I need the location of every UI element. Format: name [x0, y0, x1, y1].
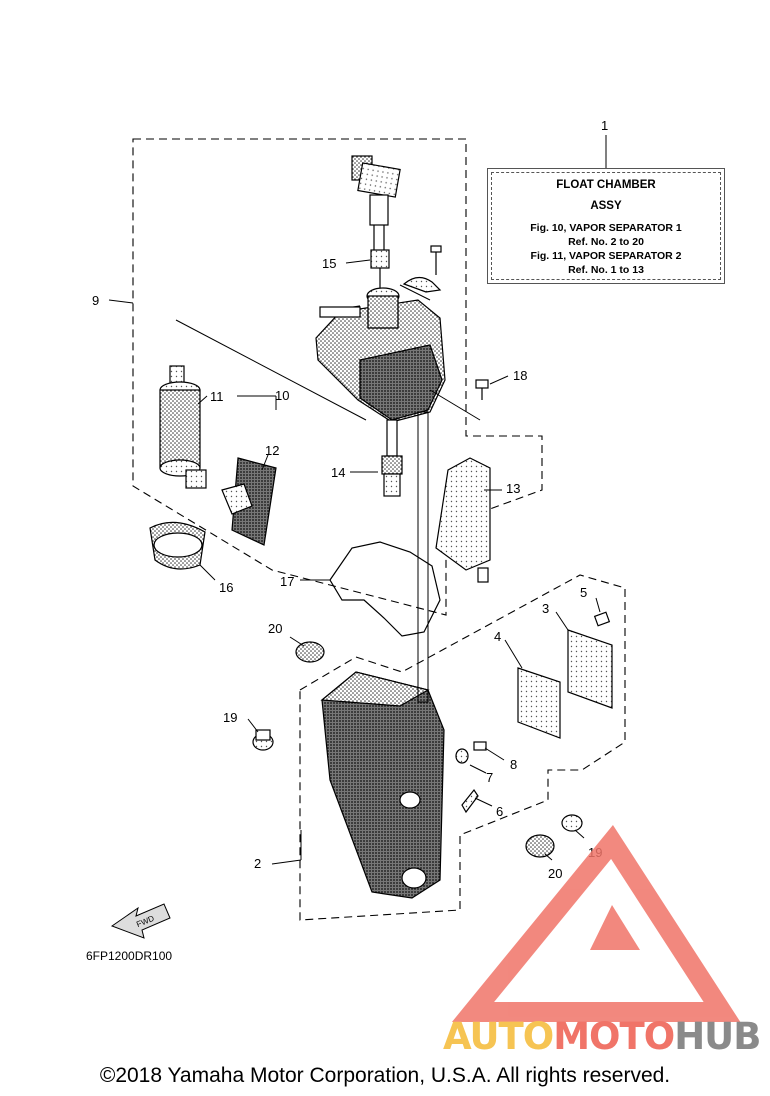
callout-11: 11	[210, 389, 224, 404]
chamber-cover-part	[315, 287, 446, 423]
diagram-code: 6FP1200DR100	[86, 949, 173, 963]
screw-18-part	[475, 379, 489, 400]
copyright-notice: ©2018 Yamaha Motor Corporation, U.S.A. A…	[99, 1064, 671, 1087]
gasket-part	[329, 541, 441, 637]
callout-9: 9	[92, 293, 99, 308]
upper-assembly-boundary	[132, 138, 543, 616]
pump-holder-part	[149, 521, 206, 570]
grommets-part	[252, 641, 583, 858]
callout-8: 8	[510, 757, 517, 772]
callout-7: 7	[486, 770, 493, 785]
callout-2: 2	[254, 856, 261, 871]
legend-ref-line2: Ref. No. 2 to 20	[568, 236, 644, 248]
callout-10: 10	[275, 388, 289, 403]
callout-1: 1	[601, 118, 608, 133]
harness-connector-part	[351, 155, 401, 295]
watermark-part3: HUB	[674, 1015, 761, 1058]
screw-5-part	[593, 611, 611, 627]
cover-bracket-part	[435, 457, 491, 583]
legend-ref-line4: Ref. No. 1 to 13	[568, 264, 644, 276]
callout-14: 14	[331, 465, 345, 480]
callout-3: 3	[542, 601, 549, 616]
callout-4: 4	[494, 629, 501, 644]
watermark-part2: MOTO	[553, 1015, 675, 1058]
regulator-part	[381, 419, 403, 497]
callout-13: 13	[506, 481, 520, 496]
screw-and-clip-part	[402, 245, 442, 293]
callout-12: 12	[265, 443, 279, 458]
callout-5: 5	[580, 585, 587, 600]
fuel-pump-part	[159, 365, 207, 489]
callout-20-bottom: 20	[548, 866, 562, 881]
legend-title-line2: ASSY	[590, 200, 622, 212]
callout-20-top: 20	[268, 621, 282, 636]
leader-lines	[108, 135, 607, 865]
callout-17: 17	[280, 574, 294, 589]
callout-18: 18	[513, 368, 527, 383]
callout-6: 6	[496, 804, 503, 819]
float-chamber-body-part	[320, 411, 445, 899]
filter-screen-part	[221, 457, 277, 546]
callout-15: 15	[322, 256, 336, 271]
fwd-arrow-icon: FWD	[110, 903, 171, 939]
callout-19-left: 19	[223, 710, 237, 725]
legend-ref-line3: Fig. 11, VAPOR SEPARATOR 2	[530, 250, 682, 262]
watermark-text: AUTOMOTOHUB	[443, 1015, 761, 1058]
parts-legend-box: FLOAT CHAMBER ASSY Fig. 10, VAPOR SEPARA…	[487, 168, 725, 284]
legend-inner-border	[491, 172, 721, 280]
legend-title-line1: FLOAT CHAMBER	[556, 179, 656, 191]
legend-ref-line1: Fig. 10, VAPOR SEPARATOR 1	[530, 222, 682, 234]
triangle-a-logo-icon	[451, 825, 741, 1022]
watermark-part1: AUTO	[443, 1015, 554, 1058]
callout-16: 16	[219, 580, 233, 595]
cover-plate-part	[517, 629, 613, 739]
small-fittings-part	[455, 741, 487, 814]
